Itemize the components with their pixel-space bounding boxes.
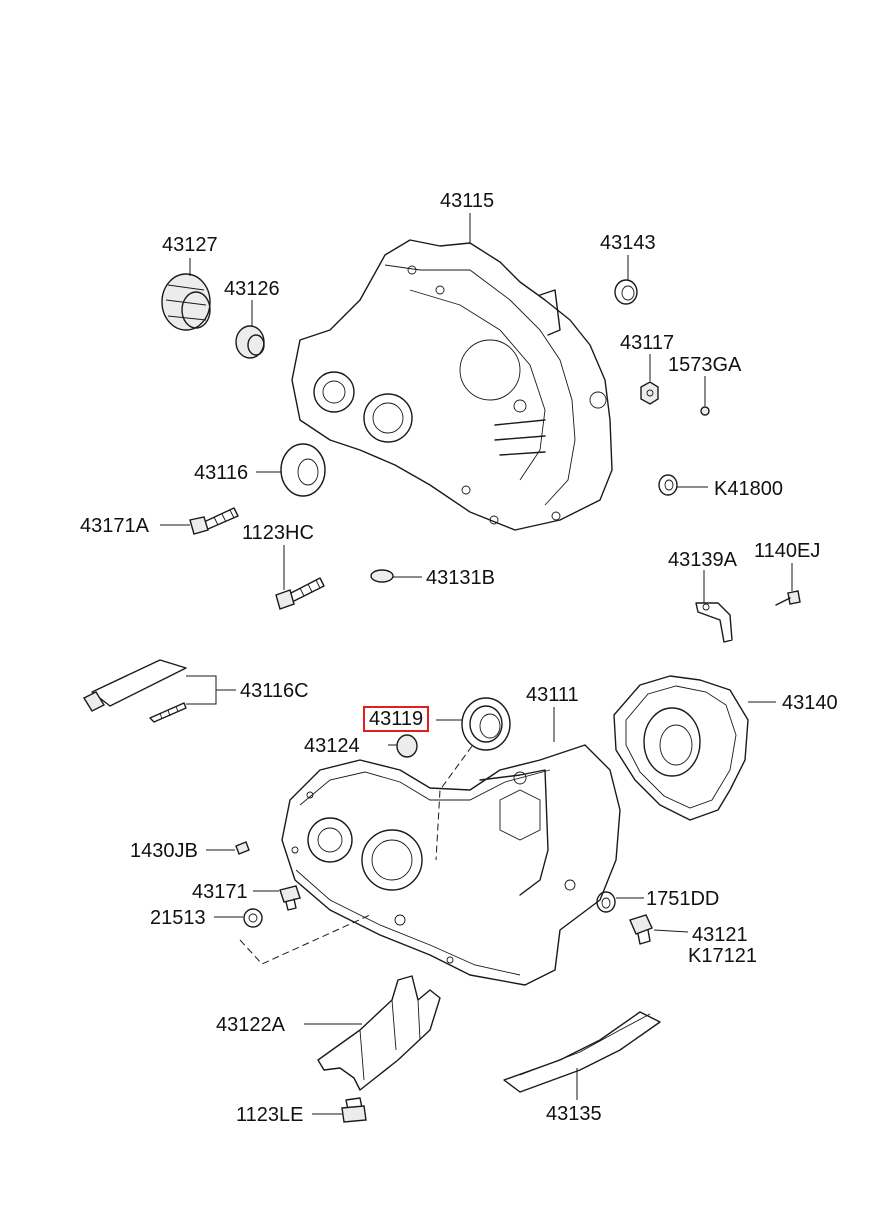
part-43121-drawing [629, 914, 689, 945]
label-1430JB[interactable]: 1430JB [130, 840, 198, 862]
part-43127-drawing [161, 258, 211, 331]
part-43131B-drawing [370, 569, 422, 583]
part-1140EJ-drawing [775, 563, 801, 606]
label-43119-highlighted[interactable]: 43119 [363, 706, 430, 732]
part-43119-drawing [435, 697, 511, 861]
part-K41800-drawing [658, 474, 708, 496]
label-43143[interactable]: 43143 [600, 232, 656, 254]
part-43115-drawing [291, 213, 613, 531]
label-1140EJ[interactable]: 1140EJ [754, 540, 821, 562]
part-43116C-drawing [83, 659, 236, 723]
part-1123HC-drawing [275, 545, 325, 610]
label-43122A[interactable]: 43122A [216, 1014, 285, 1036]
label-43115[interactable]: 43115 [440, 190, 495, 212]
label-43127[interactable]: 43127 [162, 234, 218, 256]
label-43116C[interactable]: 43116C [240, 680, 309, 702]
part-43171-drawing [253, 885, 301, 911]
part-43116-drawing [256, 443, 326, 497]
label-1123LE[interactable]: 1123LE [236, 1104, 304, 1126]
part-21513-drawing [214, 908, 371, 965]
label-K41800[interactable]: K41800 [714, 478, 783, 500]
label-21513[interactable]: 21513 [150, 907, 206, 929]
label-43171A[interactable]: 43171A [80, 515, 149, 537]
part-43124-drawing [388, 734, 418, 758]
part-43140-drawing [613, 675, 776, 821]
label-43131B[interactable]: 43131B [426, 567, 495, 589]
label-1573GA[interactable]: 1573GA [668, 354, 742, 376]
label-43171[interactable]: 43171 [192, 881, 248, 903]
part-43143-drawing [614, 255, 638, 305]
label-43116[interactable]: 43116 [194, 462, 249, 484]
part-43111-drawing [281, 707, 621, 986]
part-1573GA-drawing [700, 376, 710, 416]
part-43139A-drawing [695, 570, 733, 643]
label-1123HC[interactable]: 1123HC [242, 522, 314, 544]
label-43140[interactable]: 43140 [782, 692, 838, 714]
label-43117[interactable]: 43117 [620, 332, 675, 354]
label-43135[interactable]: 43135 [546, 1103, 602, 1125]
label-43111[interactable]: 43111 [526, 684, 579, 706]
label-K17121[interactable]: K17121 [688, 945, 757, 967]
part-43122A-drawing [304, 975, 441, 1091]
part-43126-drawing [235, 300, 265, 359]
part-1751DD-drawing [596, 891, 644, 913]
part-1430JB-drawing [206, 841, 250, 855]
label-43139A[interactable]: 43139A [668, 549, 737, 571]
label-43126[interactable]: 43126 [224, 278, 280, 300]
label-43121[interactable]: 43121 [692, 924, 748, 946]
label-43124[interactable]: 43124 [304, 735, 360, 757]
label-1751DD[interactable]: 1751DD [646, 888, 720, 910]
part-1123LE-drawing [312, 1097, 367, 1123]
part-43135-drawing [503, 1011, 661, 1100]
part-43117-drawing [640, 354, 659, 405]
part-43171A-drawing [160, 507, 239, 535]
